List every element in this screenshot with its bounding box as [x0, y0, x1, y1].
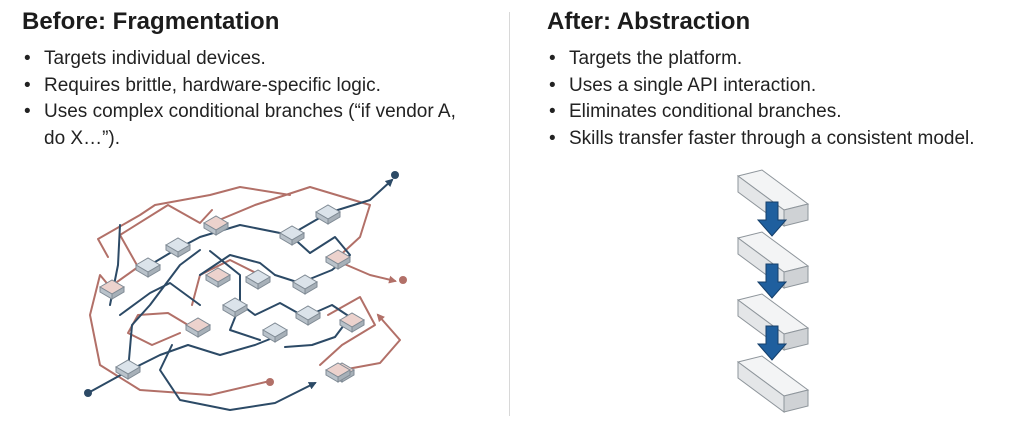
red-branch-path [97, 186, 291, 258]
blue-branch-path [119, 282, 201, 316]
node-side [234, 304, 248, 318]
device-node [203, 215, 229, 236]
node-side [177, 244, 191, 258]
red-branch-path [89, 274, 271, 396]
red-branch-path [341, 313, 401, 371]
platform-layer-block [736, 355, 810, 413]
device-node [205, 267, 231, 288]
node-side [111, 286, 125, 300]
before-bullet-2: Requires brittle, hardware-specific logi… [22, 73, 482, 100]
after-bullet-4: Skills transfer faster through a consist… [547, 126, 997, 153]
before-panel: Before: Fragmentation Targets individual… [22, 0, 492, 427]
node-side [215, 222, 229, 236]
before-bullet-list: Targets individual devices. Requires bri… [22, 46, 482, 152]
blue-branch-path [87, 334, 281, 394]
path-endpoints [84, 171, 407, 397]
end-dot [399, 276, 407, 284]
after-panel: After: Abstraction Targets the platform.… [547, 0, 1007, 427]
device-node [279, 225, 305, 246]
node-side [307, 312, 321, 326]
device-node [135, 257, 161, 278]
device-node [115, 359, 141, 380]
device-node [165, 237, 191, 258]
node-side [147, 264, 161, 278]
fragmentation-network-illustration [84, 171, 407, 411]
arrow-shape [756, 201, 788, 237]
after-title: After: Abstraction [547, 8, 751, 35]
before-title: Before: Fragmentation [22, 8, 280, 35]
down-arrow-icon [756, 325, 788, 361]
arrow-shape [756, 325, 788, 361]
device-node [185, 317, 211, 338]
node-side [127, 366, 141, 380]
abstraction-stack-illustration [736, 169, 810, 413]
before-bullet-3: Uses complex conditional branches (“if v… [22, 99, 482, 152]
before-bullet-1: Targets individual devices. [22, 46, 482, 73]
node-side [337, 256, 351, 270]
down-arrow-icon [756, 263, 788, 299]
device-node [262, 322, 288, 343]
panel-divider [509, 12, 510, 416]
node-side [304, 281, 318, 295]
device-node [325, 249, 351, 270]
device-node [99, 279, 125, 300]
device-node [295, 305, 321, 326]
device-node [222, 297, 248, 318]
node-side [217, 274, 231, 288]
node-side [274, 329, 288, 343]
red-branch-path [127, 312, 189, 346]
device-node [339, 312, 365, 333]
node-side [327, 211, 341, 225]
blue-branch-path [199, 254, 276, 276]
red-branch-path [211, 186, 371, 261]
after-bullet-list: Targets the platform. Uses a single API … [547, 46, 997, 152]
node-side [257, 276, 271, 290]
node-side [197, 324, 211, 338]
node-side [291, 232, 305, 246]
device-node [292, 274, 318, 295]
device-nodes [99, 204, 365, 383]
blue-branch-path [127, 249, 201, 372]
down-arrow-icon [756, 201, 788, 237]
node-side [337, 369, 351, 383]
end-dot [266, 378, 274, 386]
node-side [351, 319, 365, 333]
block-side [783, 389, 809, 413]
start-dot [84, 389, 92, 397]
device-node [245, 269, 271, 290]
red-branch-path [191, 259, 261, 306]
red-branch-path [109, 204, 213, 288]
blue-branch-path [159, 344, 317, 411]
after-bullet-3: Eliminates conditional branches. [547, 99, 997, 126]
end-dot [391, 171, 399, 179]
device-node [325, 362, 351, 383]
red-branch-path [334, 259, 397, 284]
red-branch-path [319, 296, 376, 366]
blue-branch-path [289, 178, 394, 236]
device-node [315, 204, 341, 225]
arrow-shape [756, 263, 788, 299]
after-bullet-2: Uses a single API interaction. [547, 73, 997, 100]
vendor-branch-paths-red [89, 186, 401, 396]
after-bullet-1: Targets the platform. [547, 46, 997, 73]
